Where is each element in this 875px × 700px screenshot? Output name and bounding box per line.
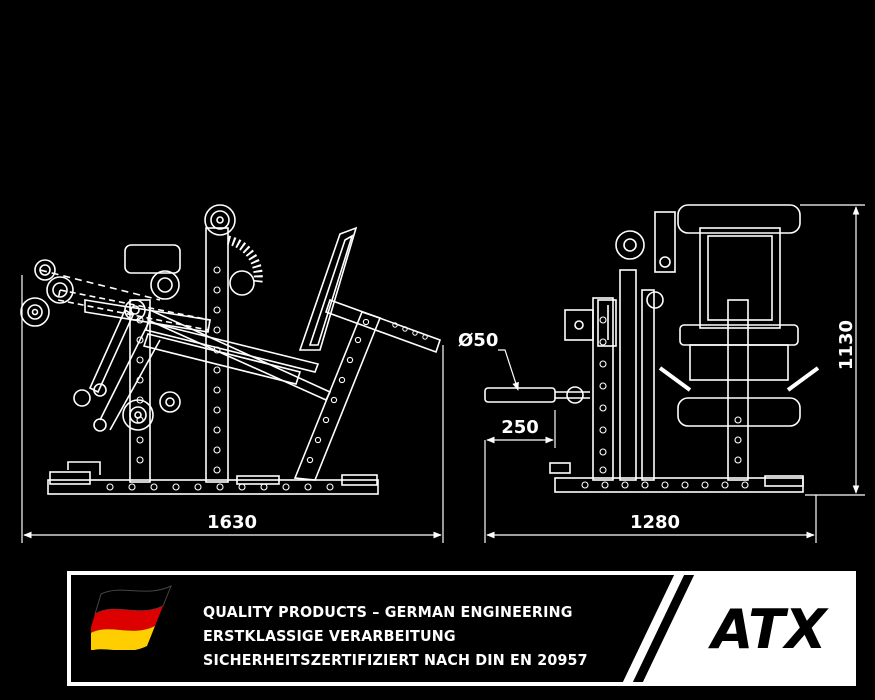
dimension-labels: 1630 1280 1130 Ø50 250 <box>207 320 857 533</box>
side-upper-roller <box>124 244 181 274</box>
technical-drawing: 1630 1280 1130 Ø50 250 <box>20 204 865 543</box>
side-ankle-roller-1 <box>46 276 74 304</box>
side-front-diagonal <box>293 311 382 481</box>
front-back-pad <box>699 227 781 329</box>
banner-verarbeitung-text: ERSTKLASSIGE VERARBEITUNG <box>203 627 456 645</box>
quality-banner: QUALITY PRODUCTS – GERMAN ENGINEERING ER… <box>67 571 856 686</box>
side-rear-upright <box>129 299 151 483</box>
side-base-holes <box>106 483 334 491</box>
front-handle <box>484 387 556 403</box>
side-adjust-arc <box>226 235 263 283</box>
dim-label-handle-length: 250 <box>501 417 539 438</box>
side-foot-bracket <box>67 461 101 475</box>
side-lever-dashed <box>57 289 211 331</box>
side-back-arm <box>324 298 442 354</box>
banner-certified-text: SICHERHEITSZERTIFIZIERT NACH DIN EN 2095… <box>203 651 588 669</box>
german-flag-icon <box>91 584 172 650</box>
front-upright-center <box>727 299 749 481</box>
side-top-pulley <box>204 204 236 236</box>
side-seat <box>142 333 302 385</box>
dimension-lines <box>21 204 865 543</box>
dim-label-side-length: 1630 <box>207 512 257 533</box>
front-foot-right <box>764 475 804 487</box>
front-upper-roller <box>677 204 801 234</box>
side-foot-right <box>341 474 378 486</box>
side-foot-left <box>49 471 91 485</box>
side-back-pad <box>298 226 358 351</box>
side-view-machine <box>20 204 442 495</box>
dim-label-height: 1130 <box>836 320 857 370</box>
side-base-rail <box>47 479 379 495</box>
side-seat-frame <box>147 308 332 402</box>
dim-leader-diameter <box>498 349 519 391</box>
side-ankle-roller-2 <box>20 297 50 327</box>
dim-label-front-width: 1280 <box>630 512 680 533</box>
side-lower-pulley <box>122 399 154 431</box>
front-view-machine <box>484 204 820 493</box>
atx-logo: ATX <box>622 575 852 682</box>
dim-label-handle-diameter: Ø50 <box>458 330 498 351</box>
front-lower-roller <box>677 397 801 427</box>
front-upright-left <box>592 297 614 481</box>
banner-quality-text: QUALITY PRODUCTS – GERMAN ENGINEERING <box>203 603 573 621</box>
atx-logo-text: ATX <box>707 598 828 661</box>
